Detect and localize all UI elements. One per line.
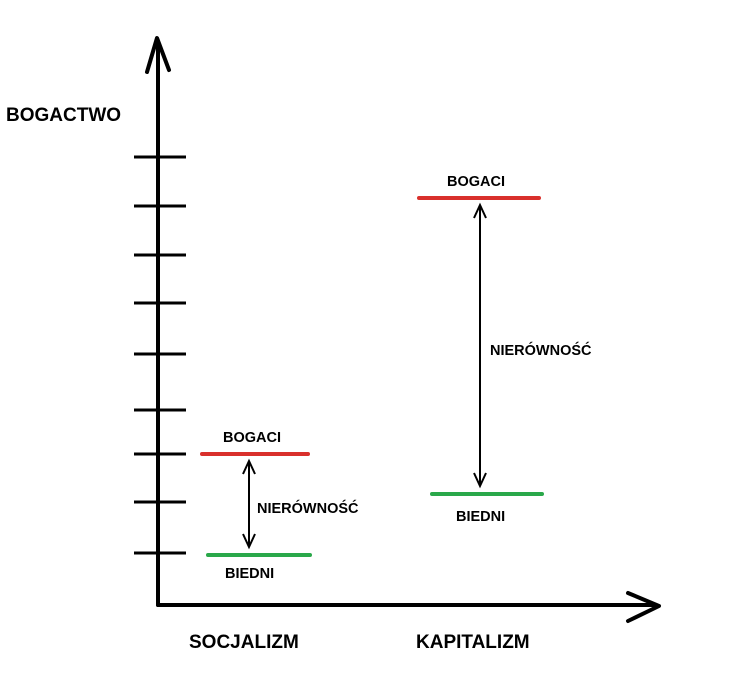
- x-axis: [156, 591, 661, 623]
- socialism-rich-label: BOGACI: [223, 430, 281, 446]
- capitalism-group: BOGACI NIERÓWNOŚĆ BIEDNI: [417, 174, 592, 525]
- socialism-arrowhead-down: [242, 533, 256, 550]
- capitalism-arrowhead-up: [473, 202, 487, 219]
- socialism-arrowhead-up: [242, 458, 256, 475]
- socialism-poor-label: BIEDNI: [225, 566, 274, 582]
- x-axis-arrowhead: [626, 591, 661, 623]
- capitalism-arrowhead-down: [473, 472, 487, 489]
- y-axis: [145, 36, 171, 607]
- category-label-socialism: SOCJALIZM: [189, 632, 299, 653]
- y-axis-label: BOGACTWO: [6, 105, 121, 126]
- y-axis-arrowhead: [145, 36, 171, 74]
- category-label-capitalism: KAPITALIZM: [416, 632, 530, 653]
- capitalism-inequality-label: NIERÓWNOŚĆ: [490, 341, 592, 359]
- socialism-inequality-label: NIERÓWNOŚĆ: [257, 499, 359, 517]
- y-axis-ticks: [134, 155, 186, 555]
- capitalism-rich-label: BOGACI: [447, 174, 505, 190]
- socialism-group: BOGACI NIERÓWNOŚĆ BIEDNI: [200, 430, 359, 582]
- capitalism-poor-label: BIEDNI: [456, 509, 505, 525]
